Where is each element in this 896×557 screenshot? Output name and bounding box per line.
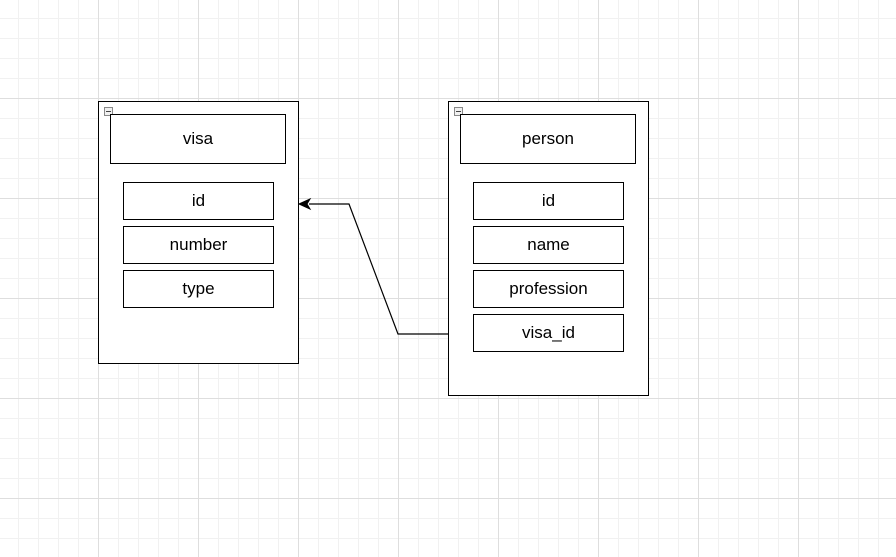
visa-field-type[interactable]: type bbox=[123, 270, 274, 308]
person-field-id[interactable]: id bbox=[473, 182, 624, 220]
visa-field-id[interactable]: id bbox=[123, 182, 274, 220]
relation-edge-visa-id[interactable] bbox=[309, 203, 448, 335]
collapse-icon[interactable] bbox=[104, 107, 113, 116]
collapse-icon[interactable] bbox=[454, 107, 463, 116]
visa-entity-title[interactable]: visa bbox=[110, 114, 286, 164]
person-field-name[interactable]: name bbox=[473, 226, 624, 264]
person-entity-title[interactable]: person bbox=[460, 114, 636, 164]
person-field-profession[interactable]: profession bbox=[473, 270, 624, 308]
person-field-visa-id[interactable]: visa_id bbox=[473, 314, 624, 352]
visa-field-number[interactable]: number bbox=[123, 226, 274, 264]
arrowhead-icon bbox=[297, 197, 312, 211]
